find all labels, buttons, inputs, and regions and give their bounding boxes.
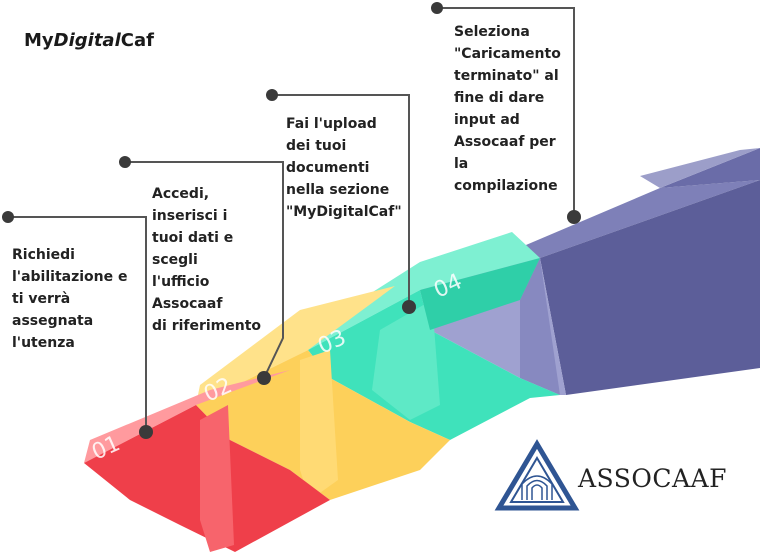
- step-text-line: l'ufficio: [152, 271, 261, 293]
- step-02-description: Accedi, inserisci i tuoi dati e scegli l…: [152, 183, 261, 337]
- step-text-line: compilazione: [454, 175, 561, 197]
- dot-04-top: [431, 2, 443, 14]
- step-03-description: Fai l'upload dei tuoi documenti nella se…: [286, 113, 402, 223]
- step-01-description: Richiedi l'abilitazione e ti verrà asseg…: [12, 244, 128, 354]
- assocaaf-logo-text: ASSOCAAF: [578, 464, 727, 493]
- step-text-line: tuoi dati e: [152, 227, 261, 249]
- step-text-line: l'abilitazione e: [12, 266, 128, 288]
- dot-04-bottom: [567, 210, 581, 224]
- step-text-line: l'utenza: [12, 332, 128, 354]
- dot-02-top: [119, 156, 131, 168]
- step-text-line: Assocaaf per: [454, 131, 561, 153]
- step-text-line: nella sezione: [286, 179, 402, 201]
- dot-02-bottom: [257, 371, 271, 385]
- step-text-line: ti verrà: [12, 288, 128, 310]
- step-text-line: fine di dare: [454, 87, 561, 109]
- step-text-line: "Caricamento: [454, 43, 561, 65]
- dot-01-top: [2, 211, 14, 223]
- step-text-line: Accedi,: [152, 183, 261, 205]
- step-text-line: assegnata: [12, 310, 128, 332]
- step-text-line: Fai l'upload: [286, 113, 402, 135]
- step-text-line: Richiedi: [12, 244, 128, 266]
- mydigitalcaf-title: MyDigitalCaf: [24, 30, 154, 51]
- step-text-line: inserisci i: [152, 205, 261, 227]
- step-text-line: "MyDigitalCaf": [286, 201, 402, 223]
- dot-03-top: [266, 89, 278, 101]
- dot-03-bottom: [402, 300, 416, 314]
- step-text-line: la: [454, 153, 561, 175]
- step-text-line: Assocaaf: [152, 293, 261, 315]
- step-text-line: scegli: [152, 249, 261, 271]
- step-text-line: di riferimento: [152, 315, 261, 337]
- step-text-line: documenti: [286, 157, 402, 179]
- assocaaf-triangle-logo-icon: [499, 444, 575, 508]
- step-text-line: terminato" al: [454, 65, 561, 87]
- dot-01-bottom: [139, 425, 153, 439]
- step-text-line: input ad: [454, 109, 561, 131]
- step-04-description: Seleziona "Caricamento terminato" al fin…: [454, 21, 561, 197]
- step-text-line: dei tuoi: [286, 135, 402, 157]
- step-text-line: Seleziona: [454, 21, 561, 43]
